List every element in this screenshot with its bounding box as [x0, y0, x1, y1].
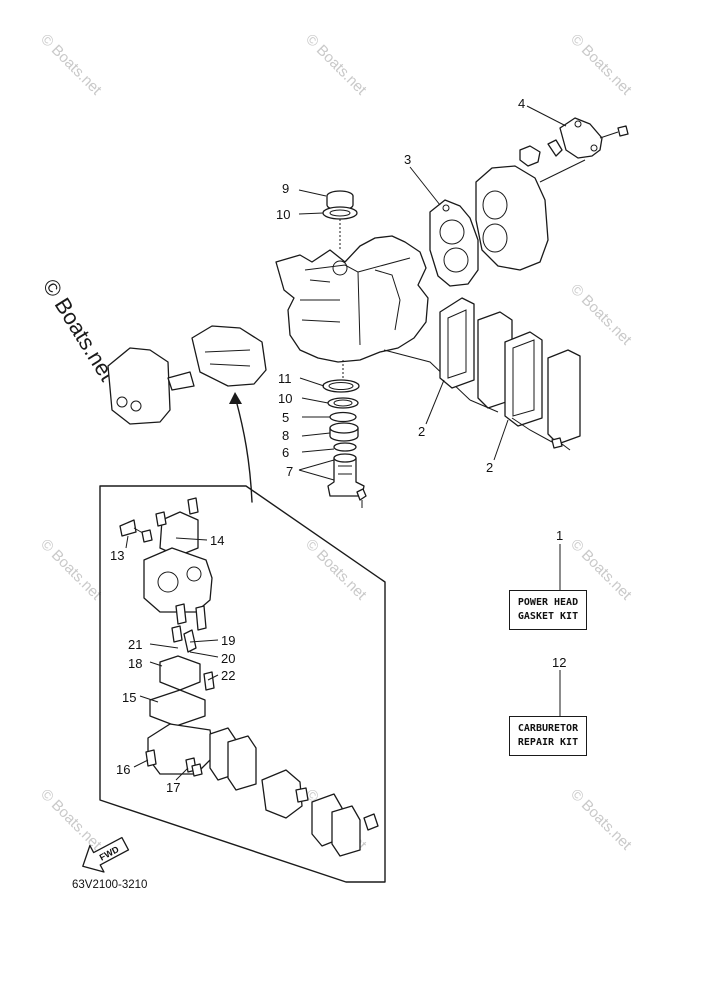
thermostat-assembly	[519, 117, 629, 183]
callout-20: 20	[221, 651, 235, 666]
callout-10: 10	[278, 391, 292, 406]
callout-22: 22	[221, 668, 235, 683]
watermark-text: © Boats.net	[302, 536, 370, 604]
callout-2: 2	[486, 460, 493, 475]
watermark-text: © Boats.net	[37, 31, 105, 99]
watermark-text: © Boats.net	[302, 31, 370, 99]
callout-19: 19	[221, 633, 235, 648]
watermark-text: © Boats.net	[567, 786, 635, 854]
lower-seal-stack	[322, 360, 367, 508]
watermark-text: © Boats.net	[37, 786, 105, 854]
watermark-text: © Boats.net	[37, 536, 105, 604]
callout-17: 17	[166, 780, 180, 795]
callout-7: 7	[286, 464, 293, 479]
callout-16: 16	[116, 762, 130, 777]
exhaust-cover-gasket	[429, 199, 479, 287]
upper-oil-seal	[322, 190, 358, 250]
kit-line: REPAIR KIT	[517, 737, 579, 748]
kit-line: CARBURETOR	[517, 723, 579, 734]
callout-21: 21	[128, 637, 142, 652]
callout-2: 2	[418, 424, 425, 439]
carburetor-repair-kit-label: CARBURETOR REPAIR KIT	[509, 716, 587, 756]
callout-9: 9	[282, 181, 289, 196]
callout-1: 1	[556, 528, 563, 543]
power-head-gasket-kit-label: POWER HEAD GASKET KIT	[509, 590, 587, 630]
leader-lines	[125, 105, 567, 781]
silencer-assembly	[107, 325, 267, 425]
callout-5: 5	[282, 410, 289, 425]
callout-12: 12	[552, 655, 566, 670]
callout-10: 10	[276, 207, 290, 222]
carburetor-inset-frame	[99, 485, 386, 883]
intake-gaskets	[439, 297, 581, 451]
arrow-head	[229, 392, 242, 404]
callout-13: 13	[110, 548, 124, 563]
exhaust-cover	[475, 165, 549, 271]
callout-4: 4	[518, 96, 525, 111]
callout-6: 6	[282, 445, 289, 460]
callout-15: 15	[122, 690, 136, 705]
watermark-text: © Boats.net	[567, 31, 635, 99]
watermark-text: © Boats.net	[567, 281, 635, 349]
carburetor-assembly	[119, 497, 379, 857]
callout-14: 14	[210, 533, 224, 548]
kit-line: GASKET KIT	[517, 611, 579, 622]
diagram-code: 63V2100-3210	[72, 879, 148, 891]
callout-11: 11	[278, 371, 292, 386]
callout-8: 8	[282, 428, 289, 443]
callout-labels: 1 2 2 3 4 5 6 7 8 9 10 10 11 12 13 14 15…	[110, 96, 566, 795]
kit-line: POWER HEAD	[517, 597, 579, 608]
callout-3: 3	[404, 152, 411, 167]
callout-18: 18	[128, 656, 142, 671]
crankcase-block	[275, 235, 471, 401]
